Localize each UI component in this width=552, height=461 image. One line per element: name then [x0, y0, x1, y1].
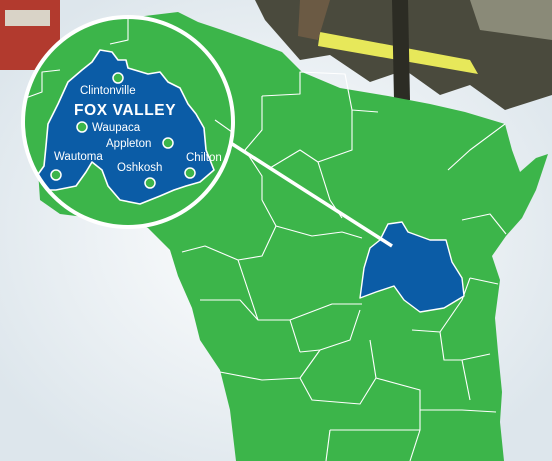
city-label-waupaca: Waupaca — [92, 122, 141, 134]
inset-connector-line — [225, 138, 393, 248]
city-marker-appleton — [162, 137, 174, 149]
city-label-oshkosh: Oshkosh — [117, 162, 162, 174]
city-marker-waupaca — [76, 121, 88, 133]
city-label-clintonville: Clintonville — [80, 85, 136, 97]
city-marker-wautoma — [50, 169, 62, 181]
city-label-chilton: Chilton — [186, 152, 222, 164]
county-borders — [181, 71, 507, 461]
region-inset: FOX VALLEY ClintonvilleWaupacaAppletonWa… — [21, 15, 235, 229]
region-title: FOX VALLEY — [74, 102, 176, 119]
fox-valley-inset-shape — [33, 49, 215, 205]
fox-valley-region[interactable] — [359, 221, 465, 313]
city-marker-clintonville — [112, 72, 124, 84]
city-label-wautoma: Wautoma — [54, 151, 103, 163]
city-label-appleton: Appleton — [106, 138, 151, 150]
city-marker-oshkosh — [144, 177, 156, 189]
city-marker-chilton — [184, 167, 196, 179]
inset-ring — [21, 15, 235, 229]
